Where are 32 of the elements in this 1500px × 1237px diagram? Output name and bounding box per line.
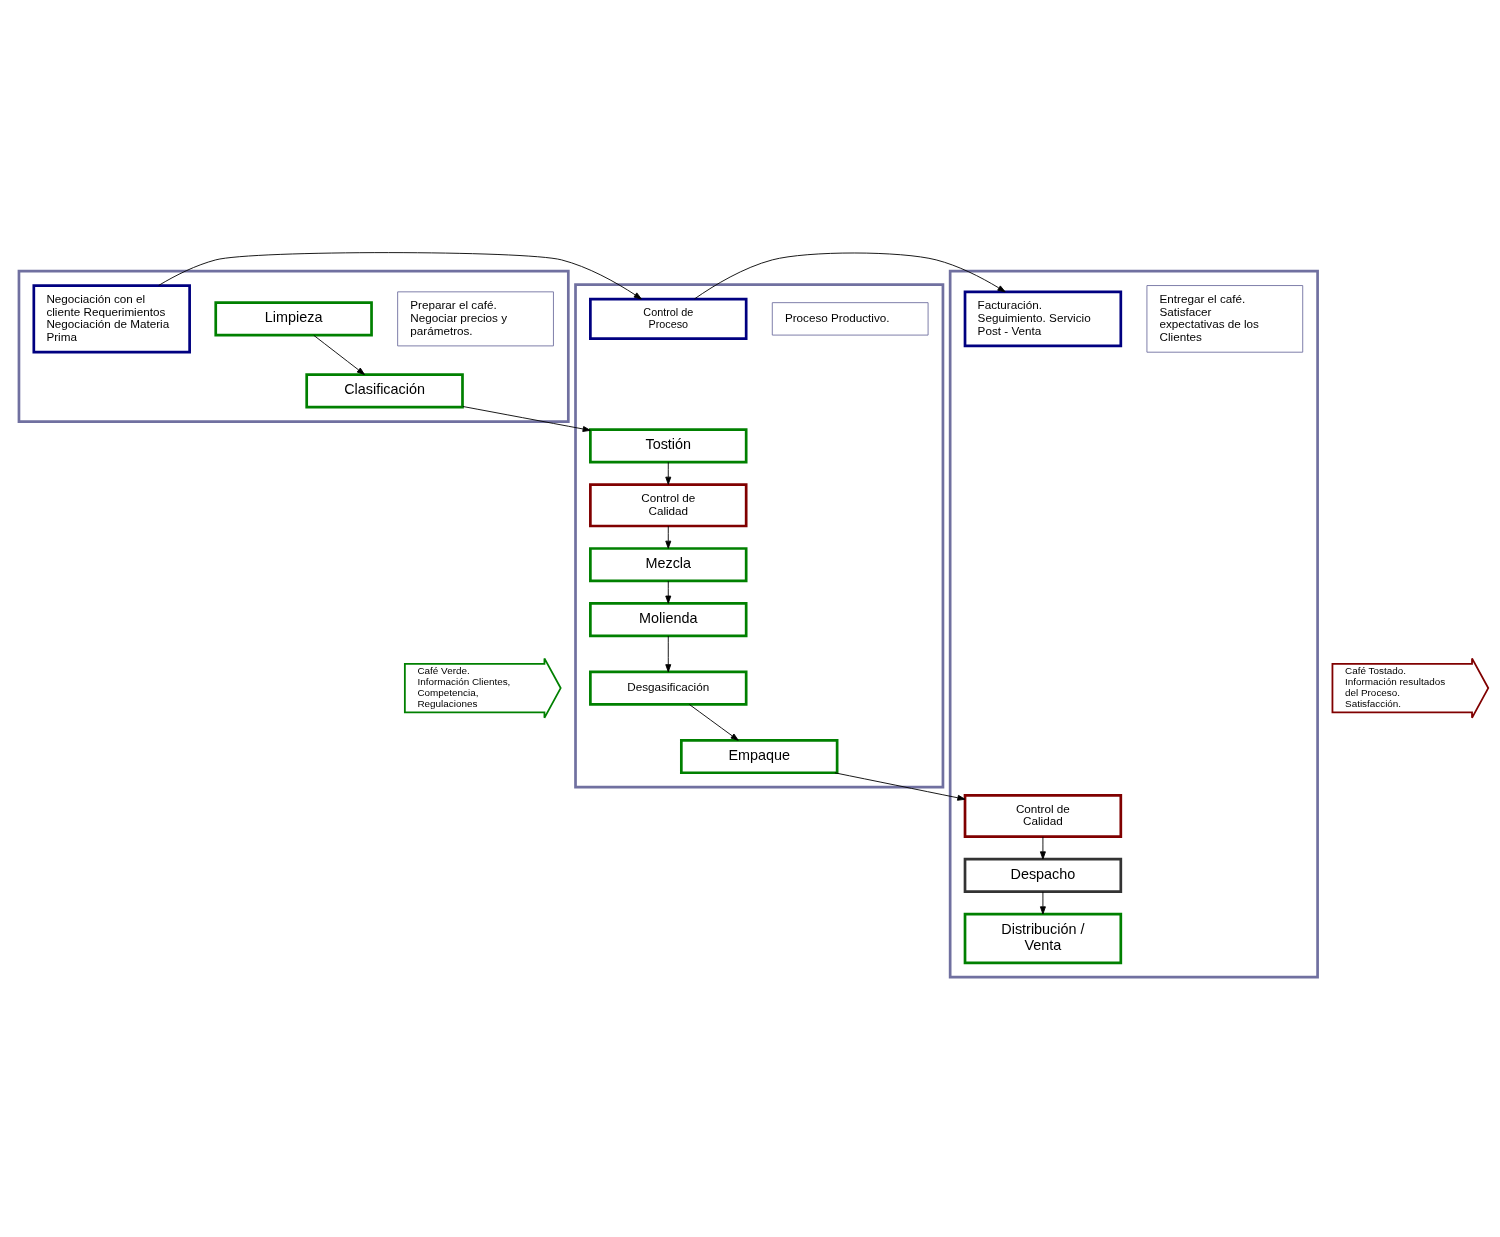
node-box: Entregar el café. Satisfacer expectativas de los Clientes xyxy=(1146,285,1304,353)
cluster xyxy=(17,269,570,423)
arrow xyxy=(834,772,966,801)
node-box: Control de Calidad xyxy=(589,483,748,528)
node-box: Mezcla xyxy=(589,547,748,583)
arrow xyxy=(158,252,642,300)
node-box: Clasificación xyxy=(305,373,464,409)
node-box: Empaque xyxy=(680,739,839,775)
node-box: Control de Proceso xyxy=(589,297,748,341)
arrow xyxy=(665,525,672,549)
arrow xyxy=(313,334,365,375)
arrow xyxy=(665,461,672,485)
arrow xyxy=(693,252,1006,300)
node-box: Molienda xyxy=(589,602,748,638)
node-box: Limpieza xyxy=(214,301,373,337)
arrow xyxy=(462,406,591,432)
node-box: Control de Calidad xyxy=(963,793,1123,839)
node-box: Desgasificación xyxy=(589,670,748,706)
arrow xyxy=(665,635,672,673)
cluster xyxy=(574,283,945,789)
arrow xyxy=(1039,891,1046,915)
arrow xyxy=(665,580,672,604)
node-box: Despacho xyxy=(963,857,1123,893)
arrow xyxy=(688,704,739,741)
node-box: Facturación. Seguimiento. Servicio Post - Venta xyxy=(963,290,1123,348)
node-box: Proceso Productivo. xyxy=(771,302,929,336)
node-box: Negociación con el cliente Requerimientos Negociación de Materia Prima xyxy=(32,284,191,354)
node-box: Tostión xyxy=(589,428,748,464)
node-box: Preparar el café. Negociar precios y parámetros. xyxy=(397,291,554,347)
node-box: Distribución / Venta xyxy=(963,912,1123,965)
cluster xyxy=(948,269,1319,979)
arrow xyxy=(1039,836,1046,860)
